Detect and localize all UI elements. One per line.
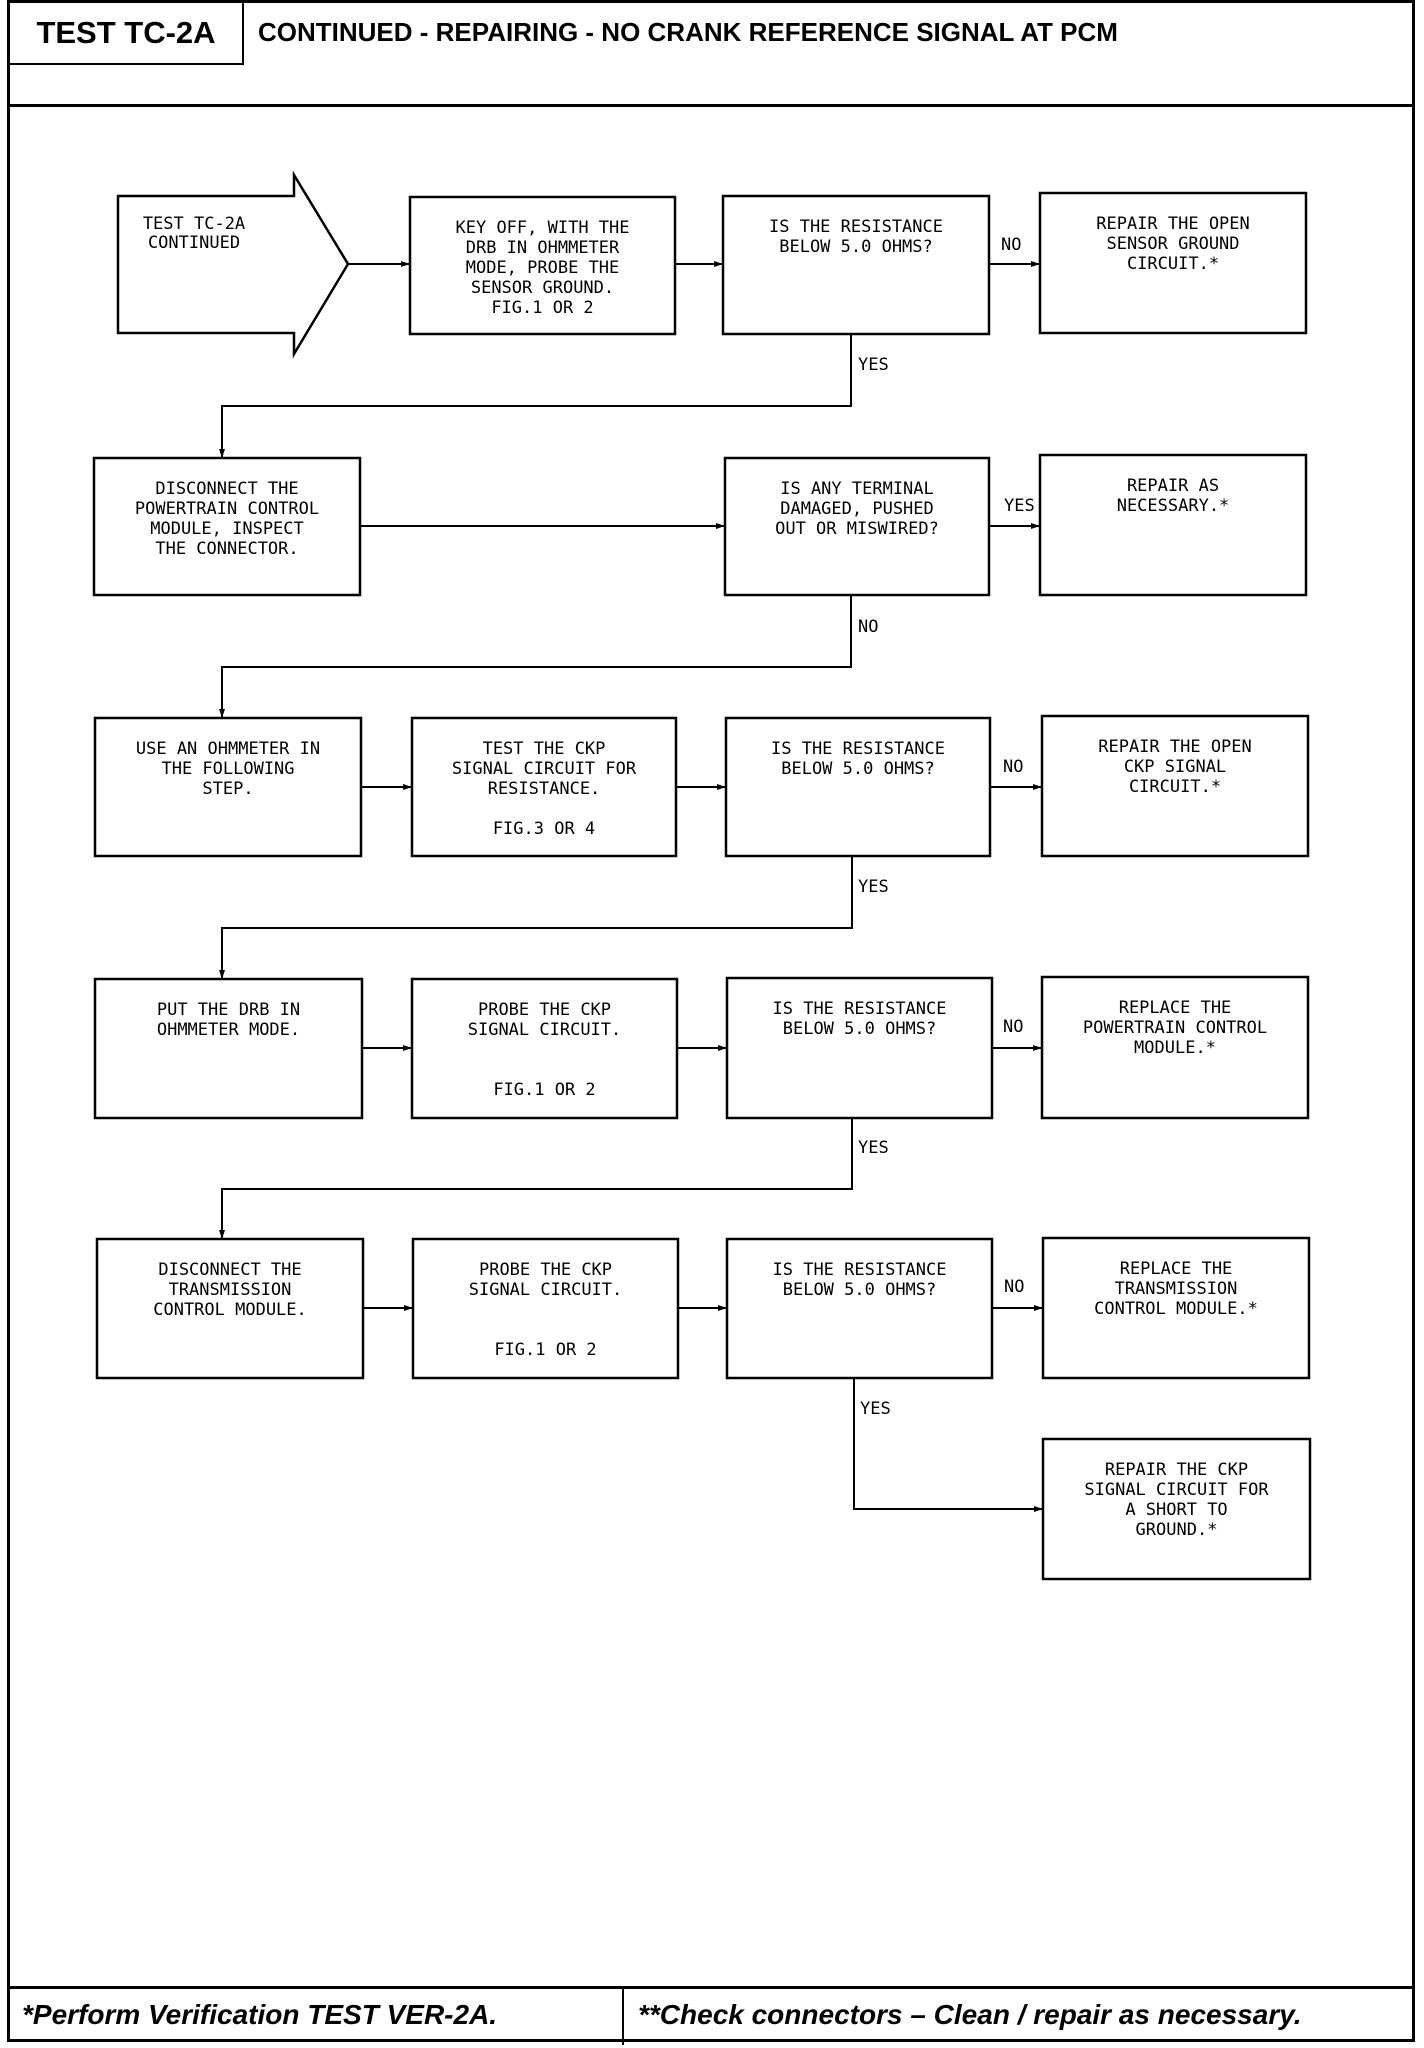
row3-step2-box-text: RESISTANCE. <box>488 779 601 799</box>
row4-step2-box-text: PROBE THE CKP <box>478 1000 611 1020</box>
row4-yes-connector <box>219 1118 853 1239</box>
row1-step-box-text: DRB IN OHMMETER <box>466 238 620 258</box>
row5-step1-box-text: CONTROL MODULE. <box>153 1300 307 1320</box>
row5-no-action-box-text: TRANSMISSION <box>1115 1279 1238 1299</box>
row2-question-box-text: OUT OR MISWIRED? <box>775 519 939 539</box>
row3-no-action-box-text: REPAIR THE OPEN <box>1098 737 1252 757</box>
row2-no-connector <box>219 595 852 718</box>
row1-step-box-text: MODE, PROBE THE <box>466 258 620 278</box>
row5-no-action-box-text: CONTROL MODULE.* <box>1094 1299 1258 1319</box>
row1-step-box-text: KEY OFF, WITH THE <box>456 218 630 238</box>
row5-step1-box-text: TRANSMISSION <box>169 1280 292 1300</box>
row5-no-action-box-text: REPLACE THE <box>1120 1259 1233 1279</box>
row3-step1-box-text: STEP. <box>202 779 253 799</box>
row4-no-action-box-text: MODULE.* <box>1134 1038 1216 1058</box>
row2-yes-label: YES <box>1004 496 1035 516</box>
header: TEST TC-2A CONTINUED - REPAIRING - NO CR… <box>10 3 1412 107</box>
row4-step2-box-text: SIGNAL CIRCUIT. <box>468 1020 622 1040</box>
page-frame: TEST TC-2A CONTINUED - REPAIRING - NO CR… <box>7 0 1415 2045</box>
footer-connector-note: **Check connectors – Clean / repair as n… <box>638 1999 1302 2030</box>
footer: *Perform Verification TEST VER-2A. **Che… <box>10 1986 1412 2045</box>
row1-step-box <box>408 195 677 336</box>
row5-no-label: NO <box>1004 1277 1024 1297</box>
start-text: CONTINUED <box>148 233 240 253</box>
row4-question-box-text: BELOW 5.0 OHMS? <box>783 1019 937 1039</box>
row5-step1-box-text: DISCONNECT THE <box>158 1260 301 1280</box>
row1-question-box-text: IS THE RESISTANCE <box>769 217 943 237</box>
row1-question-box-text: BELOW 5.0 OHMS? <box>779 237 933 257</box>
row4-no-label: NO <box>1003 1017 1023 1037</box>
header-divider <box>10 104 1412 107</box>
row3-no-label: NO <box>1003 757 1023 777</box>
row1-no-action-box-text: SENSOR GROUND <box>1106 234 1239 254</box>
row5-yes-action-box-text: GROUND.* <box>1136 1520 1218 1540</box>
row5-step2-box-text: SIGNAL CIRCUIT. <box>469 1280 623 1300</box>
row5-step2-box-text: FIG.1 OR 2 <box>494 1340 596 1360</box>
row1-no-label: NO <box>1001 235 1021 255</box>
footer-divider <box>622 1989 624 2045</box>
row2-step-box-text: DISCONNECT THE <box>155 479 298 499</box>
start-text: TEST TC-2A <box>143 214 245 234</box>
row1-step-box-text: SENSOR GROUND. <box>471 278 614 298</box>
row5-yes-action-box-text: REPAIR THE CKP <box>1105 1460 1248 1480</box>
row3-question-box-text: BELOW 5.0 OHMS? <box>781 759 935 779</box>
row1-yes-connector <box>219 334 852 458</box>
row2-step-box-text: MODULE, INSPECT <box>150 519 304 539</box>
row5-question-box-text: BELOW 5.0 OHMS? <box>783 1280 937 1300</box>
row3-question-box-text: IS THE RESISTANCE <box>771 739 945 759</box>
row5-yes-action-box-text: SIGNAL CIRCUIT FOR <box>1084 1480 1269 1500</box>
row2-step-box-text: THE CONNECTOR. <box>155 539 298 559</box>
row4-step1-box-text: PUT THE DRB IN <box>157 1000 300 1020</box>
row4-question-box-text: IS THE RESISTANCE <box>773 999 947 1019</box>
row3-step1-box-text: THE FOLLOWING <box>161 759 294 779</box>
row1-step-box-text: FIG.1 OR 2 <box>491 298 593 318</box>
row5-yes-action-box-text: A SHORT TO <box>1125 1500 1227 1520</box>
row5-yes-label: YES <box>860 1399 891 1419</box>
row5-yes-connector <box>853 1378 1043 1512</box>
row3-yes-label: YES <box>858 877 889 897</box>
row2-yes-action-box-text: REPAIR AS <box>1127 476 1219 496</box>
row4-no-action-box-text: POWERTRAIN CONTROL <box>1083 1018 1267 1038</box>
row1-no-action-box-text: CIRCUIT.* <box>1127 254 1219 274</box>
row5-question-box-text: IS THE RESISTANCE <box>773 1260 947 1280</box>
row3-step2-box-text: TEST THE CKP <box>483 739 606 759</box>
row3-step1-box-text: USE AN OHMMETER IN <box>136 739 320 759</box>
row4-step1-box-text: OHMMETER MODE. <box>157 1020 300 1040</box>
row2-question-box-text: IS ANY TERMINAL <box>780 479 934 499</box>
row2-question-box-text: DAMAGED, PUSHED <box>780 499 934 519</box>
row4-no-action-box-text: REPLACE THE <box>1119 998 1232 1018</box>
footer-verification-note: *Perform Verification TEST VER-2A. <box>22 1999 498 2030</box>
row4-step2-box-text: FIG.1 OR 2 <box>493 1080 595 1100</box>
row3-no-action-box-text: CIRCUIT.* <box>1129 777 1221 797</box>
start-arrow-shape <box>116 170 350 359</box>
row2-no-label: NO <box>858 617 878 637</box>
row3-yes-connector <box>219 856 853 979</box>
page-title: CONTINUED - REPAIRING - NO CRANK REFEREN… <box>258 17 1118 47</box>
row2-yes-action-box-text: NECESSARY.* <box>1117 496 1230 516</box>
row3-step2-box-text: FIG.3 OR 4 <box>493 819 595 839</box>
row3-no-action-box-text: CKP SIGNAL <box>1124 757 1226 777</box>
row2-step-box-text: POWERTRAIN CONTROL <box>135 499 319 519</box>
row1-no-action-box-text: REPAIR THE OPEN <box>1096 214 1250 234</box>
row1-yes-label: YES <box>858 355 889 375</box>
row3-step2-box-text: SIGNAL CIRCUIT FOR <box>452 759 637 779</box>
test-id-label: TEST TC-2A <box>10 3 244 65</box>
row5-step2-box-text: PROBE THE CKP <box>479 1260 612 1280</box>
row4-yes-label: YES <box>858 1138 889 1158</box>
